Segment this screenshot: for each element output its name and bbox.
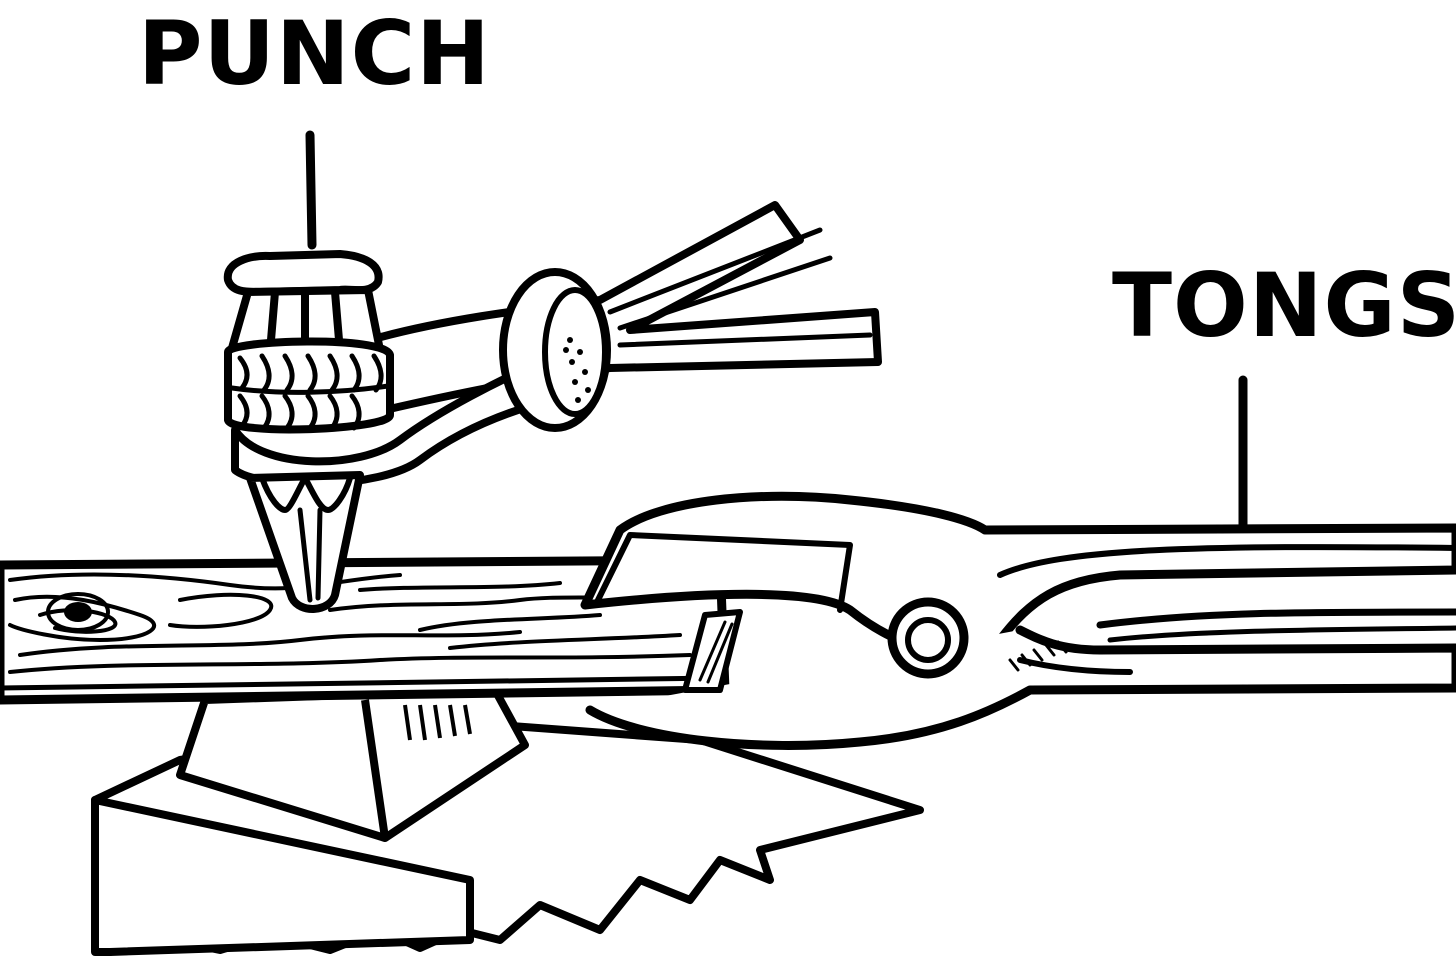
punch-label: PUNCH [138, 2, 491, 105]
wood-knot [64, 602, 92, 622]
punch-handle [231, 201, 882, 488]
tongs [580, 491, 1456, 750]
tongs-handle-lower [1096, 608, 1456, 629]
tongs-lower-jaw [585, 625, 1456, 750]
anvil-left-face [91, 796, 474, 956]
tongs-handle-upper [997, 544, 1456, 578]
punch-tool [223, 250, 394, 613]
tongs-label: TONGS [1112, 254, 1456, 357]
punch-rope-wrap [224, 337, 394, 434]
tongs-upper-jaw [580, 491, 1456, 657]
leader-lines [305, 130, 1248, 530]
punch-leader-line [305, 130, 317, 250]
anvil-hatching [403, 704, 472, 741]
anvil [91, 686, 924, 956]
